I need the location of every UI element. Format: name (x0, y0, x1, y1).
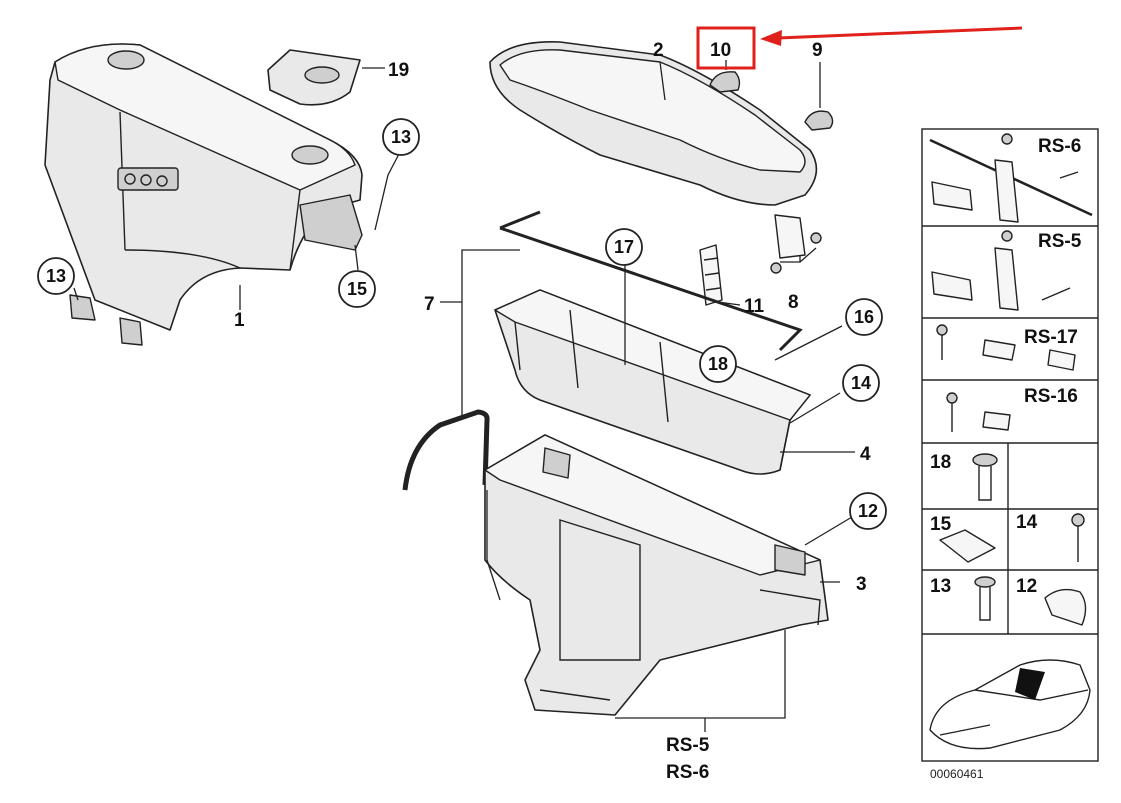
svg-text:18: 18 (708, 354, 728, 374)
callout-1: 1 (234, 310, 245, 331)
kit-15: 15 (930, 514, 996, 563)
kit-rs16: RS-16 (946, 386, 1078, 432)
part-8-hinge (770, 214, 822, 274)
kit-13: 13 (930, 576, 996, 621)
part-2-lid (489, 41, 818, 206)
part-7-seal (402, 210, 803, 491)
svg-text:17: 17 (614, 237, 634, 257)
callout-18: 18 (699, 345, 737, 383)
car-thumbnail (929, 659, 1091, 750)
callout-13-right: 13 (382, 118, 420, 156)
callout-11: 11 (744, 296, 765, 317)
part-3-housing (484, 434, 829, 716)
label-12: 12 (1016, 576, 1037, 597)
callout-2: 2 (653, 40, 664, 61)
label-14: 14 (1016, 512, 1038, 533)
red-arrow-shaft (777, 26, 1023, 40)
red-arrow-head-icon (760, 30, 782, 46)
kit-rs5: RS-5 (931, 230, 1082, 311)
label-rs6: RS-6 (666, 762, 709, 783)
label-rs17: RS-17 (1024, 327, 1078, 348)
callout-15: 15 (338, 270, 376, 308)
side-panel: RS-6 RS-5 RS-17 RS-16 18 (921, 128, 1099, 762)
label-rs6: RS-6 (1038, 136, 1081, 157)
label-13: 13 (930, 576, 951, 597)
callout-9: 9 (812, 40, 823, 61)
part-11-latch (699, 244, 723, 306)
kit-rs17: RS-17 (936, 324, 1078, 371)
callout-13-left: 13 (37, 257, 75, 295)
svg-text:13: 13 (46, 266, 66, 286)
callout-14: 14 (842, 364, 880, 402)
callout-4: 4 (860, 444, 871, 465)
callout-12: 12 (849, 492, 887, 530)
callout-3: 3 (856, 574, 867, 595)
callout-10: 10 (710, 40, 731, 61)
svg-text:14: 14 (851, 373, 871, 393)
svg-text:13: 13 (391, 127, 411, 147)
kit-12: 12 (1016, 576, 1087, 626)
car-highlight-area (1015, 668, 1045, 700)
svg-text:12: 12 (858, 501, 878, 521)
callout-16: 16 (845, 298, 883, 336)
part-4-tray (494, 289, 811, 475)
highlight-annotation (696, 26, 1023, 70)
part-19-cap (267, 49, 361, 106)
kit-18: 18 (930, 452, 998, 501)
callout-8: 8 (788, 292, 799, 313)
label-15: 15 (930, 514, 952, 535)
part-9-clip (804, 110, 834, 131)
callout-7: 7 (424, 294, 435, 315)
part-1-console-cover (44, 43, 363, 346)
highlight-box (696, 26, 756, 70)
callout-19: 19 (388, 60, 409, 81)
label-18: 18 (930, 452, 951, 473)
kit-rs6: RS-6 (929, 133, 1093, 223)
svg-text:16: 16 (854, 307, 874, 327)
image-number: 00060461 (930, 767, 984, 781)
callout-17: 17 (605, 228, 643, 266)
label-rs5: RS-5 (666, 735, 710, 756)
svg-text:15: 15 (347, 279, 367, 299)
label-rs5: RS-5 (1038, 231, 1082, 252)
kit-14: 14 (1016, 512, 1085, 562)
leader-lines (73, 60, 855, 732)
part-10-clip (709, 71, 741, 93)
label-rs16: RS-16 (1024, 386, 1078, 407)
